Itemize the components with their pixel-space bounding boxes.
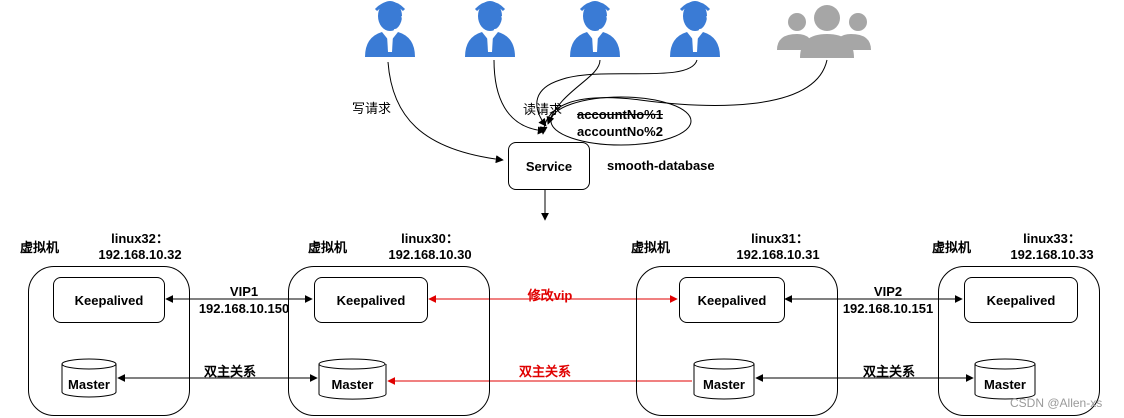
read-request-arrow-2: [546, 59, 601, 125]
vm-ip: 192.168.10.31: [736, 247, 820, 262]
vip2-label: VIP2: [873, 284, 903, 299]
master-label: Master: [331, 377, 374, 392]
dual-master-label-right: 双主关系: [862, 364, 915, 379]
routing-rule-ellipse: [550, 96, 692, 146]
vip2-ip: 192.168.10.151: [842, 301, 934, 316]
user-4-icon: [668, 0, 722, 59]
keepalived-box: Keepalived: [964, 277, 1078, 323]
dual-master-label-middle: 双主关系: [518, 364, 571, 379]
vm-host: linux30：: [401, 231, 459, 246]
routing-rule-struck: accountNo%1: [577, 107, 663, 122]
vm-linux30: [288, 266, 490, 416]
users-group-icon: [777, 5, 871, 58]
vm-linux31: [636, 266, 838, 416]
master-label: Master: [703, 377, 745, 392]
write-request-arrow: [387, 61, 504, 164]
user-2-icon: [463, 0, 517, 59]
read-request-arrow-1: [493, 59, 546, 135]
keepalived-box: Keepalived: [53, 277, 165, 323]
user-3-icon: [568, 0, 622, 59]
vm-linux32: [28, 266, 190, 416]
read-request-arrow-3: [536, 59, 698, 127]
vm-host: linux32：: [111, 231, 169, 246]
read-request-arrow-4: [539, 59, 828, 135]
vip1-ip: 192.168.10.150: [198, 301, 290, 316]
vm-ip: 192.168.10.30: [388, 247, 472, 262]
master-db-icon: [974, 358, 1036, 400]
keepalived-box: Keepalived: [679, 277, 785, 323]
vm-tag: 虚拟机: [932, 240, 972, 255]
read-request-label: 读请求: [523, 102, 563, 117]
user-1-icon: [363, 0, 417, 59]
write-request-label: 写请求: [352, 101, 392, 116]
master-db-icon: [693, 358, 755, 400]
watermark: CSDN @Allen-xs: [1010, 396, 1103, 410]
vm-host: linux31：: [751, 231, 809, 246]
keepalived-box: Keepalived: [314, 277, 428, 323]
vm-ip: 192.168.10.32: [98, 247, 182, 262]
master-label: Master: [68, 377, 110, 392]
service-caption: smooth-database: [607, 158, 715, 173]
master-label: Master: [984, 377, 1026, 392]
routing-rule-active: accountNo%2: [577, 124, 663, 139]
dual-master-label-left: 双主关系: [203, 364, 256, 379]
modify-vip-label: 修改vip: [527, 288, 573, 303]
vip1-label: VIP1: [229, 284, 259, 299]
vm-linux33: [938, 266, 1100, 416]
vm-ip: 192.168.10.33: [1010, 247, 1094, 262]
master-db-icon: [61, 358, 117, 398]
vm-tag: 虚拟机: [20, 240, 60, 255]
master-db-icon: [318, 358, 387, 400]
vm-host: linux33：: [1023, 231, 1081, 246]
service-box: Service: [508, 142, 590, 190]
vm-tag: 虚拟机: [308, 240, 348, 255]
vm-tag: 虚拟机: [631, 240, 671, 255]
